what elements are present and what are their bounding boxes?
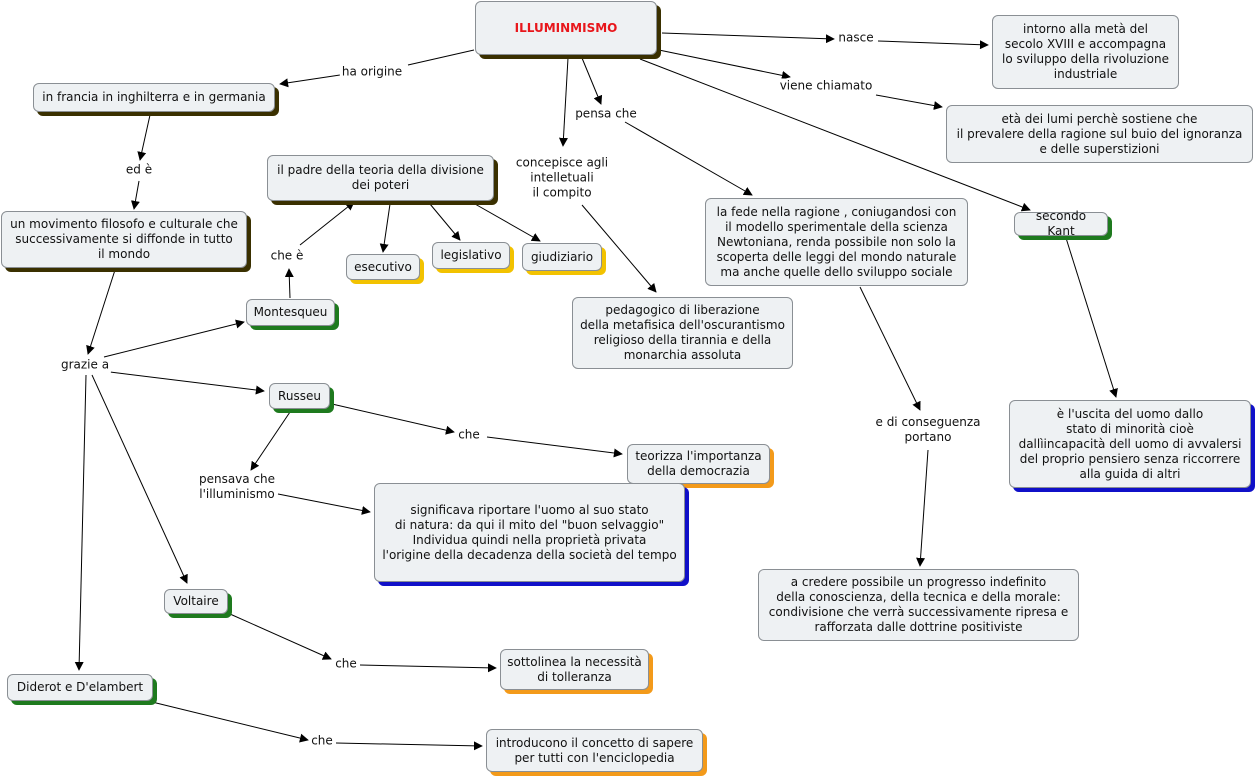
progress-node: a credere possibile un progresso indefin… [758, 569, 1079, 641]
link-line [558, 57, 569, 147]
father-node: il padre della teoria della divisione de… [267, 155, 494, 201]
link-line [877, 40, 989, 50]
label-nasce: nasce [836, 30, 876, 46]
russeu-node: Russeu [269, 383, 330, 409]
link-line [279, 74, 341, 88]
pedagogic-node: pedagogico di liberazione della metafisi… [572, 297, 793, 369]
link-line [875, 94, 943, 110]
link-line [335, 741, 483, 751]
label-conseguenza: e di conseguenza portano [873, 415, 983, 445]
link-line [1065, 237, 1118, 398]
label-che-diderot: che [309, 733, 335, 749]
label-ed-e: ed è [123, 162, 155, 178]
link-line [137, 114, 151, 161]
link-line [429, 203, 461, 241]
link-line [859, 286, 921, 411]
diderot-node: Diderot e D'elambert [7, 674, 153, 701]
link-line [474, 203, 541, 242]
link-line [74, 374, 87, 671]
movement-node: un movimento filosofo e culturale che su… [1, 211, 247, 268]
origin-node: in francia in inghilterra e in germania [33, 83, 275, 112]
link-line [581, 57, 603, 105]
judiciary-node: giudiziario [522, 243, 602, 271]
label-pensava: pensava che l'illuminismo [196, 472, 278, 502]
encyclopedia-node: introducono il concetto di sapere per tu… [486, 729, 703, 772]
link-line [229, 613, 332, 660]
link-line [86, 269, 116, 355]
link-line [486, 436, 623, 458]
link-line [359, 663, 497, 673]
label-ha-origine: ha origine [339, 64, 405, 80]
link-line [581, 204, 657, 293]
kant-node: secondo Kant [1014, 209, 1108, 238]
label-che-russeu: che [456, 427, 482, 443]
lights-node: età dei lumi perchè sostiene che il prev… [946, 105, 1253, 163]
label-pensa-che: pensa che [573, 106, 639, 122]
link-line [103, 319, 245, 358]
link-line [379, 203, 391, 253]
label-viene-chiamato: viene chiamato [777, 78, 875, 94]
link-line [661, 32, 835, 44]
link-line [250, 411, 291, 471]
label-che-voltaire: che [333, 656, 359, 672]
democracy-node: teorizza l'importanza della democrazia [627, 444, 770, 484]
century-node: intorno alla metà del secolo XVIII e acc… [992, 15, 1179, 89]
tolerance-node: sottolinea la necessità di tolleranza [500, 649, 649, 690]
link-line [284, 268, 294, 299]
title-node: ILLUMINMISMO [475, 1, 657, 55]
nature-node: significava riportare l'uomo al suo stat… [374, 483, 685, 582]
label-concepisce: concepisce agli intelletuali il compito [513, 155, 611, 201]
link-line [91, 374, 188, 584]
link-line [639, 58, 1031, 212]
faith-node: la fede nella ragione , coniugandosi con… [705, 198, 968, 286]
link-line [299, 201, 355, 246]
montesquieu-node: Montesqueu [246, 299, 335, 326]
link-line [916, 449, 929, 567]
link-line [624, 121, 753, 196]
link-line [407, 49, 475, 66]
voltaire-node: Voltaire [164, 589, 228, 614]
kant-definition-node: è l'uscita del uomo dallo stato di minor… [1009, 400, 1251, 488]
link-line [147, 700, 309, 743]
label-che-e: che è [268, 248, 306, 264]
link-line [653, 48, 791, 80]
link-line [109, 371, 265, 395]
link-line [277, 493, 371, 515]
link-line [130, 180, 140, 210]
legislative-node: legislativo [432, 242, 510, 269]
label-grazie-a: grazie a [58, 357, 112, 373]
link-line [331, 403, 455, 435]
executive-node: esecutivo [346, 254, 420, 280]
